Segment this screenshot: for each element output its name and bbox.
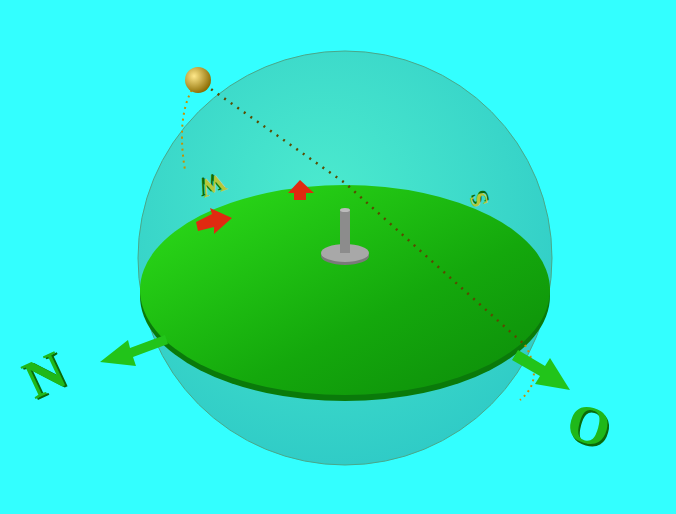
red-arrow [288, 180, 314, 200]
sun [185, 67, 211, 93]
red-arrow [196, 208, 232, 234]
sun-path [182, 80, 198, 170]
east-arrow [512, 350, 570, 390]
direction-letter: N [15, 342, 73, 407]
direction-letter: O [562, 393, 617, 456]
gnomon [340, 208, 350, 212]
sphere [138, 51, 552, 465]
sun-ray [198, 80, 525, 345]
north-arrow [100, 335, 168, 366]
gnomon [340, 210, 350, 253]
horizon-plane [140, 185, 550, 395]
